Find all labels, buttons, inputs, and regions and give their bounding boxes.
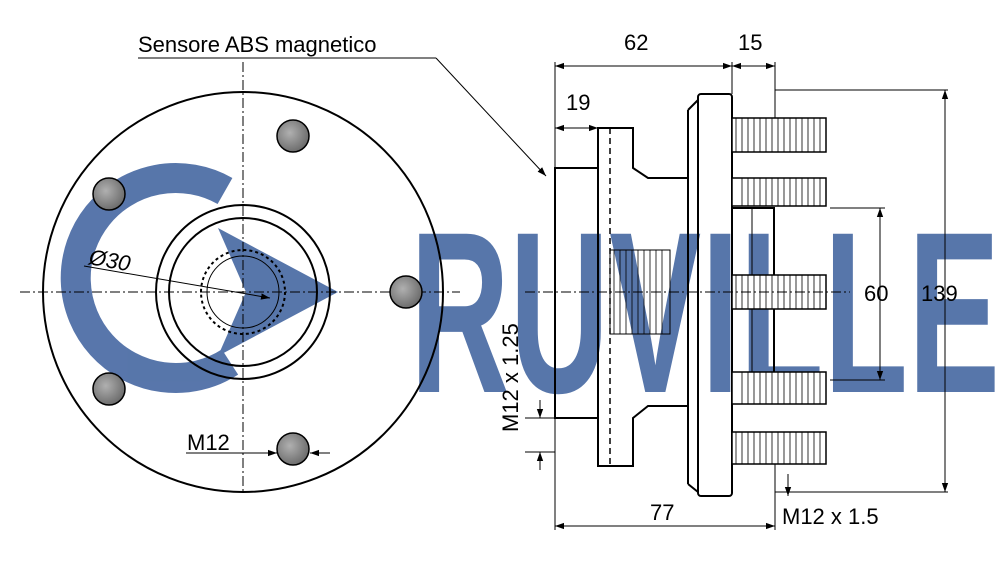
- dim-flange-width: 62: [624, 30, 648, 55]
- logo-ring: [60, 163, 239, 394]
- sensor-label: Sensore ABS magnetico: [138, 32, 376, 57]
- dim-pilot-diameter: 60: [864, 281, 888, 306]
- sensor-leader: [435, 57, 547, 177]
- dim-stud-projection: 15: [738, 30, 762, 55]
- spline-root: [206, 255, 280, 329]
- side-view: [525, 93, 850, 497]
- hub-outer: [155, 204, 331, 380]
- bolt-hole: [92, 177, 126, 211]
- dim-overall-length: 77: [650, 500, 674, 525]
- stud-thread-label: M12 x 1.5: [782, 504, 879, 529]
- bolt-hole: [92, 372, 126, 406]
- ruville-logo: RUVILLE: [60, 163, 1000, 441]
- bolt-thread-label: M12: [187, 430, 230, 455]
- bore-leader: [83, 265, 271, 300]
- bolt-holes: [92, 119, 423, 466]
- bolt-hole: [276, 119, 310, 153]
- thread-vertical-label: M12 x 1.25: [498, 323, 523, 432]
- logo-wordmark: RUVILLE: [410, 184, 1000, 441]
- flange-outline: [42, 91, 444, 493]
- bolt-hole: [276, 432, 310, 466]
- dim-sensor-offset: 19: [566, 90, 590, 115]
- hub-inner: [168, 217, 318, 367]
- dim-overall-height: 139: [921, 281, 958, 306]
- bore-diameter-label: Ø30: [86, 244, 133, 276]
- bolt-hole: [389, 275, 423, 309]
- dimension-lines: 62 15 19 60 139 77 M12 x 1.25 M12 x 1.5: [498, 30, 958, 530]
- front-view: Ø30 M12: [20, 62, 460, 493]
- spline-bore: [200, 249, 286, 335]
